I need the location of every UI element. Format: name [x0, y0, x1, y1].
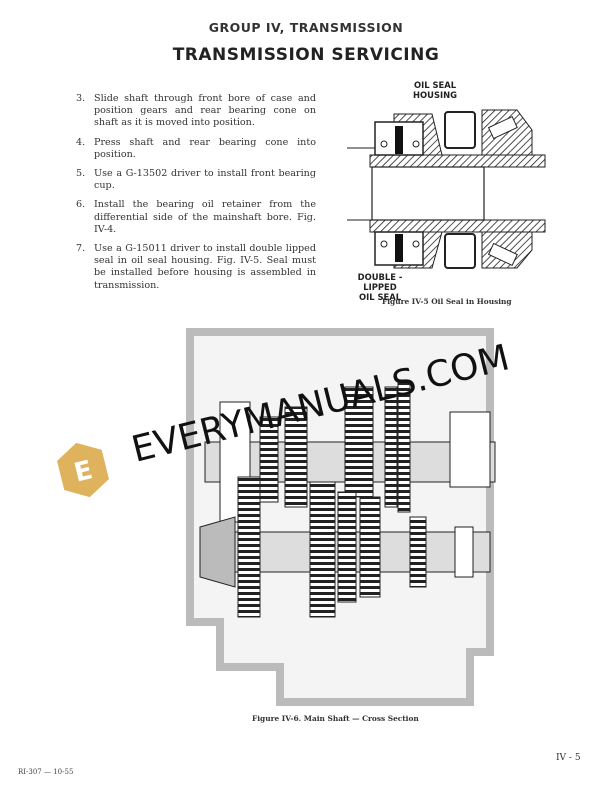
watermark-logo-icon: E: [57, 442, 109, 498]
page-title: TRANSMISSION SERVICING: [172, 45, 440, 65]
step-item: 5. Use a G-13502 driver to install front …: [76, 168, 316, 192]
label-line: HOUSING: [413, 90, 457, 100]
step-item: 4. Press shaft and rear bearing cone into…: [76, 137, 316, 161]
label-line: DOUBLE - LIPPED: [357, 272, 403, 292]
step-text: Install the bearing oil retainer from th…: [94, 199, 316, 235]
page-number: IV - 5: [556, 753, 581, 763]
step-item: 6. Install the bearing oil retainer from …: [76, 199, 316, 236]
label-line: OIL SEAL: [358, 292, 402, 302]
step-item: 3. Slide shaft through front bore of case…: [76, 93, 316, 130]
step-number: 3.: [76, 93, 86, 104]
watermark-logo: E: [51, 435, 114, 505]
step-number: 5.: [76, 168, 86, 180]
double-lipped-oil-seal-label: DOUBLE - LIPPED OIL SEAL: [340, 272, 420, 302]
oil-seal-diagram: [347, 109, 546, 269]
oil-seal-housing-label: OIL SEAL HOUSING: [400, 80, 470, 100]
step-text: Use a G-15011 driver to install double l…: [94, 243, 316, 291]
main-shaft-cross-section: [186, 328, 496, 706]
figure-5-caption: Figure IV-5 Oil Seal in Housing: [382, 297, 512, 306]
footer-code: RI-307 — 10-55: [18, 768, 74, 776]
figure-6-caption: Figure IV-6. Main Shaft — Cross Section: [252, 714, 419, 723]
label-line: OIL SEAL: [413, 80, 457, 90]
step-number: 6.: [76, 199, 86, 211]
group-title: GROUP IV, TRANSMISSION: [208, 20, 404, 35]
steps-list: 3. Slide shaft through front bore of case…: [76, 93, 316, 299]
step-item: 7. Use a G-15011 driver to install double…: [76, 243, 316, 292]
step-number: 4.: [76, 136, 86, 148]
step-text: Use a G-13502 driver to install front be…: [94, 168, 316, 192]
step-number: 7.: [76, 243, 86, 255]
step-text: Press shaft and rear bearing cone into p…: [94, 136, 316, 160]
step-text: Slide shaft through front bore of case a…: [94, 93, 316, 129]
